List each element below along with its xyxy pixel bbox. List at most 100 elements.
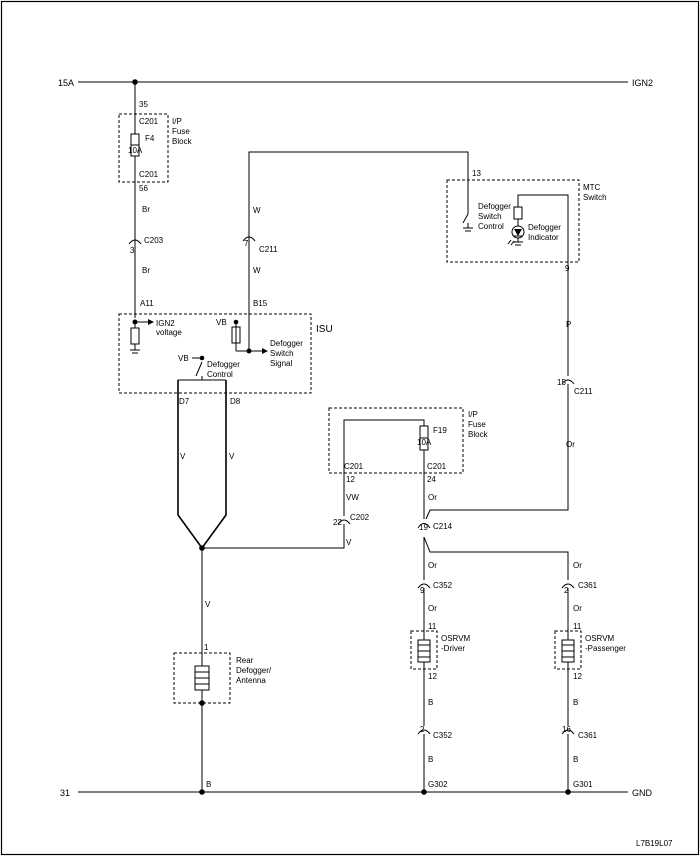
connector-c202-icon	[337, 519, 351, 525]
isu-ground-1-icon	[130, 349, 140, 354]
ip-fuse-block-2-name-2: Fuse	[468, 420, 486, 429]
c214-name: C214	[433, 522, 453, 531]
c211-right-pin: 15	[557, 378, 566, 387]
isu-ign2-arrow-icon	[148, 319, 154, 325]
wire-br-label-1: Br	[142, 205, 150, 214]
wire-p-label: P	[566, 320, 571, 329]
rear-defogger-pin: 1	[204, 643, 209, 652]
wire-or-right	[425, 384, 569, 520]
c361-bottom-name: C361	[578, 731, 598, 740]
figure-code: L7B19L07	[636, 839, 673, 848]
c352-bottom-pin: 2	[420, 725, 425, 734]
wire-b-pass-label-2: B	[573, 755, 578, 764]
c352-bottom-name: C352	[433, 731, 453, 740]
wire-or-pass-label-1: Or	[573, 561, 582, 570]
wire-v-d8	[201, 380, 227, 549]
fuse-f4-label: F4	[145, 134, 155, 143]
wire-or-driver-label-1: Or	[428, 561, 437, 570]
osrvm-driver-pin-top: 11	[428, 622, 437, 631]
wire-w-label-2: W	[253, 266, 261, 275]
mtc-indicator-wire	[517, 194, 569, 280]
wire-b-pass-label-1: B	[573, 698, 578, 707]
mtc-ground-2-icon	[513, 241, 523, 246]
mtc-indicator-label-2: Indicator	[528, 233, 559, 242]
connector-c203-icon	[128, 239, 142, 245]
wire-b-driver-label-1: B	[428, 698, 433, 707]
isu-pin-d8: D8	[230, 397, 241, 406]
connector-c361-top-icon	[561, 583, 575, 589]
wire-v-c202-label: V	[346, 538, 352, 547]
rear-defogger-name-3: Antenna	[236, 676, 266, 685]
wire-v-d7-label: V	[180, 452, 186, 461]
junction-ground-rear	[199, 789, 205, 795]
connector-c214-icon	[417, 523, 431, 529]
f19-conn-left: C201	[344, 462, 364, 471]
isu-ign2-label-1: IGN2	[156, 319, 175, 328]
mtc-control-label-2: Switch	[478, 212, 502, 221]
wire-w-label-1: W	[253, 206, 261, 215]
c202-pin: 22	[333, 518, 342, 527]
c203-name: C203	[144, 236, 164, 245]
wire-vw-label: VW	[346, 493, 359, 502]
f4-pin-bottom: 56	[139, 184, 148, 193]
f19-conn-right: C201	[427, 462, 447, 471]
osrvm-passenger-name-2: -Passenger	[585, 644, 626, 653]
wire-or-pass-label-2: Or	[573, 604, 582, 613]
f4-pin-top: 35	[139, 100, 148, 109]
osrvm-passenger-pin-top: 11	[573, 622, 582, 631]
ip-fuse-block-2-name-3: Block	[468, 430, 489, 439]
osrvm-driver-name-2: -Driver	[441, 644, 465, 653]
isu-control-label-2: Control	[207, 370, 233, 379]
wire-or-split	[423, 536, 569, 580]
isu-frame	[118, 313, 312, 394]
mtc-pin-9: 9	[565, 264, 570, 273]
mtc-name-1: MTC	[583, 183, 601, 192]
isu-signal-label-2: Switch	[270, 349, 294, 358]
wire-b-rear-label: B	[206, 780, 211, 789]
isu-signal-arrow-icon	[262, 348, 268, 354]
rail-label-ign2: IGN2	[632, 78, 653, 88]
connector-c352-bottom-icon	[417, 729, 431, 735]
c361-top-name: C361	[578, 581, 598, 590]
connector-c211-left-icon	[242, 236, 256, 242]
mtc-control-label-1: Defogger	[478, 202, 511, 211]
c211-right-name: C211	[574, 387, 593, 396]
wire-b-driver-label-2: B	[428, 755, 433, 764]
isu-control-label-1: Defogger	[207, 360, 240, 369]
rear-defogger-element-icon	[194, 665, 210, 691]
mtc-switch-blade-icon	[462, 213, 469, 224]
ground-g302: G302	[428, 780, 448, 789]
ip-fuse-block-2-name-1: I/P	[468, 410, 478, 419]
c202-name: C202	[350, 513, 370, 522]
osrvm-driver-name-1: OSRVM	[441, 634, 471, 643]
isu-control-switch-icon	[195, 361, 203, 377]
wire-br-label-2: Br	[142, 266, 150, 275]
f4-conn-bottom: C201	[139, 170, 159, 179]
isu-signal-label-3: Signal	[270, 359, 292, 368]
fuse-f4-rating: 10A	[128, 146, 143, 155]
isu-ign2-resistor-icon	[130, 327, 140, 345]
wire-v-rear-label: V	[205, 600, 211, 609]
c211-left-pin: 7	[244, 239, 249, 248]
mtc-control-label-3: Control	[478, 222, 504, 231]
wire-v-d7	[177, 380, 203, 549]
osrvm-driver-heater-icon	[417, 639, 431, 663]
c361-bottom-pin: 16	[562, 725, 571, 734]
mtc-switch-frame	[446, 179, 580, 263]
connector-c352-top-icon	[417, 583, 431, 589]
isu-control-node	[199, 355, 205, 361]
c352-top-name: C352	[433, 581, 453, 590]
connector-c361-bottom-icon	[561, 729, 575, 735]
junction-ground-driver	[421, 789, 427, 795]
wire-or-driver-label-2: Or	[428, 604, 437, 613]
mtc-indicator-label-1: Defogger	[528, 223, 561, 232]
c361-top-pin: 2	[564, 586, 569, 595]
wire-w	[248, 151, 469, 351]
f19-pin-left: 12	[346, 475, 355, 484]
isu-pin-a11: A11	[140, 299, 154, 308]
c214-pin: 19	[419, 523, 428, 532]
f19-internal-wire	[343, 419, 425, 465]
ip-fuse-block-1-name-3: Block	[172, 137, 193, 146]
c211-left-name: C211	[259, 245, 278, 254]
